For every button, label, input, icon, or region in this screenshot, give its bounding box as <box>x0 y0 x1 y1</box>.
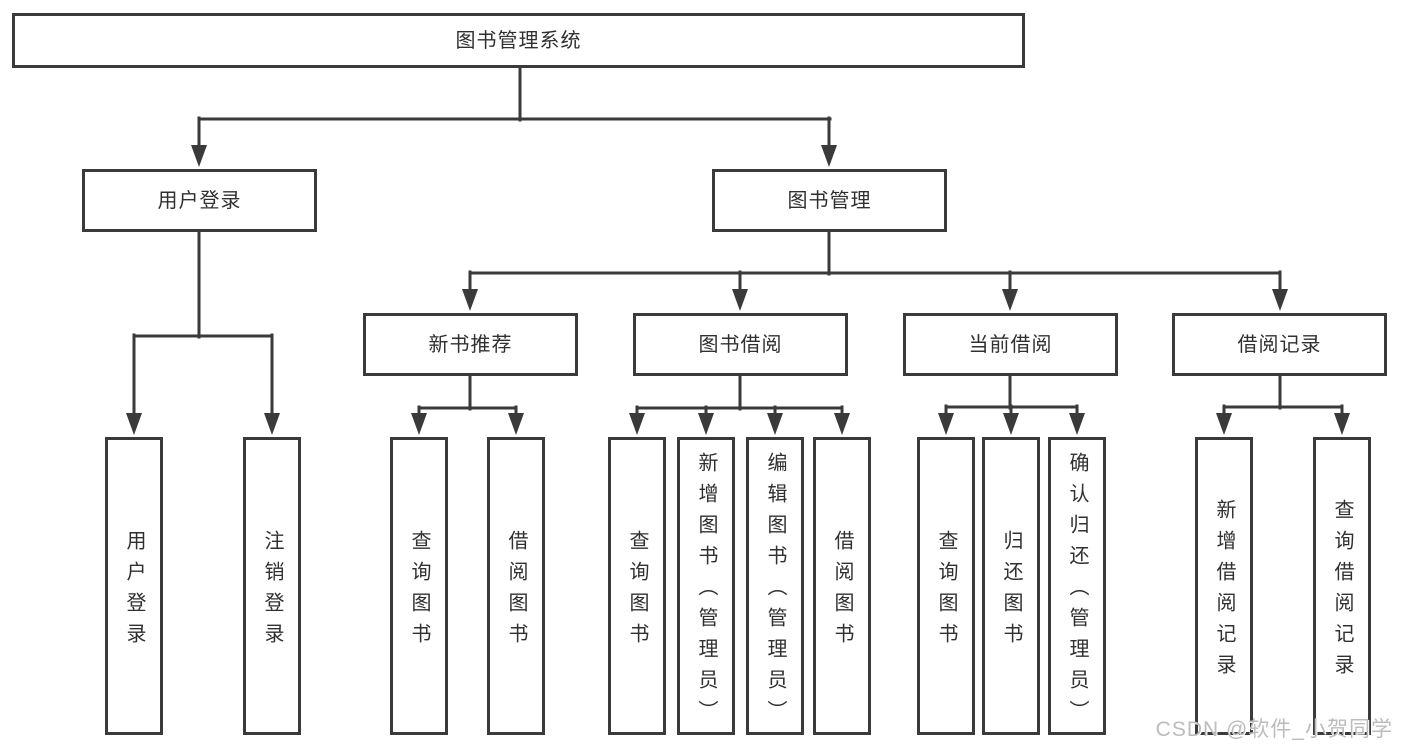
leaf-confirm-return-admin: 确认归还（管理员） <box>1048 437 1106 735</box>
leaf-query-books-borrowing: 查询图书 <box>608 437 666 735</box>
leaf-borrow-books-recommend: 借阅图书 <box>487 437 545 735</box>
node-book-management: 图书管理 <box>712 169 947 232</box>
leaf-edit-book-admin: 编辑图书（管理员） <box>746 437 804 735</box>
leaf-query-books-current: 查询图书 <box>917 437 975 735</box>
leaf-logout: 注销登录 <box>243 437 301 735</box>
node-root-library-system: 图书管理系统 <box>12 13 1025 68</box>
leaf-return-books: 归还图书 <box>982 437 1040 735</box>
node-current-borrowing: 当前借阅 <box>903 313 1118 376</box>
leaf-user-login: 用户登录 <box>105 437 163 735</box>
node-borrow-records: 借阅记录 <box>1172 313 1387 376</box>
leaf-borrow-books-borrowing: 借阅图书 <box>813 437 871 735</box>
watermark: CSDN @软件_小贺同学 <box>1155 718 1393 741</box>
node-user-login: 用户登录 <box>82 169 317 232</box>
leaf-query-books-recommend: 查询图书 <box>390 437 448 735</box>
leaf-add-borrow-record: 新增借阅记录 <box>1195 437 1253 735</box>
leaf-add-book-admin: 新增图书（管理员） <box>677 437 735 735</box>
leaf-query-borrow-record: 查询借阅记录 <box>1313 437 1371 735</box>
node-book-borrowing: 图书借阅 <box>633 313 848 376</box>
node-new-book-recommend: 新书推荐 <box>363 313 578 376</box>
